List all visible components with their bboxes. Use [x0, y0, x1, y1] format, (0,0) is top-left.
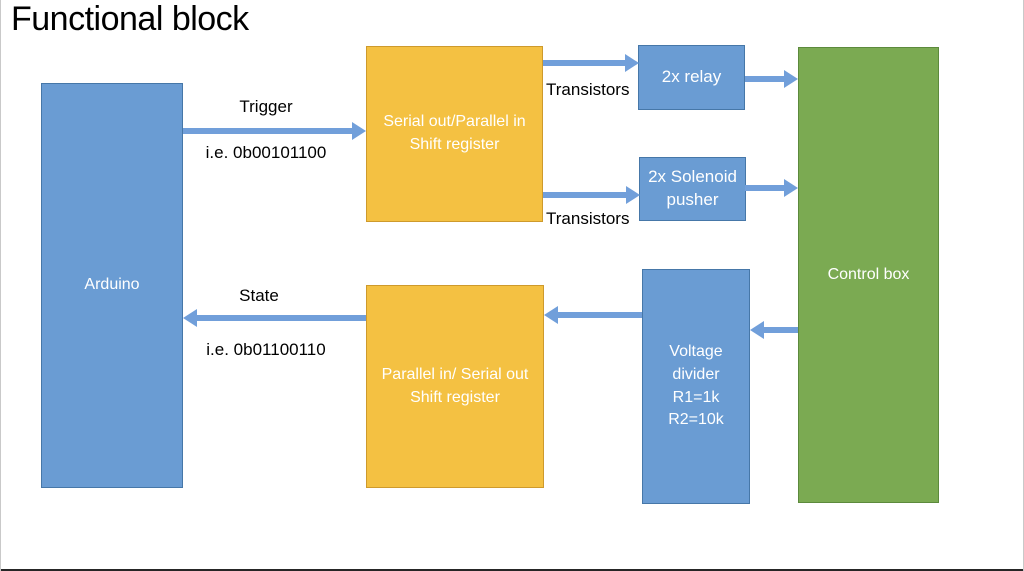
label-trigger-example: i.e. 0b00101100	[205, 143, 327, 162]
block-shift-register-out: Serial out/Parallel in Shift register	[366, 46, 543, 222]
label-transistors-bottom: Transistors	[546, 209, 630, 228]
block-voltage-divider: Voltage divider R1=1k R2=10k	[642, 269, 750, 504]
arrow-head-left-icon	[183, 309, 197, 327]
arrow-shaft	[764, 327, 798, 333]
block-solenoid-pusher: 2x Solenoid pusher	[639, 157, 746, 221]
block-shift-register-in: Parallel in/ Serial out Shift register	[366, 285, 544, 488]
arrow-shaft	[558, 312, 642, 318]
arrow-trigger-right	[183, 122, 366, 140]
block-shift-register-in-line1: Parallel in/ Serial out	[381, 365, 529, 383]
label-state-example: i.e. 0b01100110	[206, 340, 326, 359]
arrow-shaft	[183, 128, 352, 134]
arrow-head-left-icon	[544, 306, 558, 324]
block-solenoid-pusher-line1: 2x Solenoid	[648, 167, 737, 187]
page-title: Functional block	[11, 0, 249, 38]
block-voltage-divider-line4: R2=10k	[668, 411, 724, 429]
arrow-head-right-icon	[784, 179, 798, 197]
block-relay: 2x relay	[638, 45, 745, 110]
arrow-shaft	[745, 76, 784, 82]
arrow-head-right-icon	[626, 186, 640, 204]
arrow-to-relay-right	[543, 54, 639, 72]
label-transistors-top: Transistors	[546, 80, 630, 99]
block-shift-register-in-line2: Shift register	[410, 388, 500, 406]
arrow-shaft	[197, 315, 366, 321]
arrow-control-to-voltage-left	[750, 321, 798, 339]
block-relay-label: 2x relay	[661, 67, 722, 87]
block-voltage-divider-line3: R1=1k	[672, 388, 720, 406]
arrow-head-right-icon	[352, 122, 366, 140]
block-shift-register-out-line1: Serial out/Parallel in	[383, 113, 526, 131]
block-shift-register-out-line2: Shift register	[409, 136, 500, 153]
block-control-box-label: Control box	[827, 265, 910, 283]
arrow-voltage-to-shift-left	[544, 306, 642, 324]
arrow-shaft	[543, 60, 625, 66]
block-solenoid-pusher-line2: pusher	[666, 190, 719, 209]
arrow-relay-to-control-right	[745, 70, 798, 88]
block-voltage-divider-line2: divider	[672, 365, 720, 383]
arrow-head-right-icon	[784, 70, 798, 88]
label-state: State	[239, 286, 279, 305]
label-trigger: Trigger	[239, 97, 293, 116]
arrow-head-left-icon	[750, 321, 764, 339]
block-voltage-divider-line1: Voltage	[669, 343, 723, 361]
block-arduino: Arduino	[41, 83, 183, 488]
block-arduino-label: Arduino	[84, 276, 140, 294]
arrow-state-left	[183, 309, 366, 327]
arrow-shaft	[745, 185, 784, 191]
arrow-solenoid-to-control-right	[745, 179, 798, 197]
arrow-head-right-icon	[625, 54, 639, 72]
arrow-to-solenoid-right	[543, 186, 640, 204]
block-control-box: Control box	[798, 47, 939, 503]
arrow-shaft	[543, 192, 626, 198]
